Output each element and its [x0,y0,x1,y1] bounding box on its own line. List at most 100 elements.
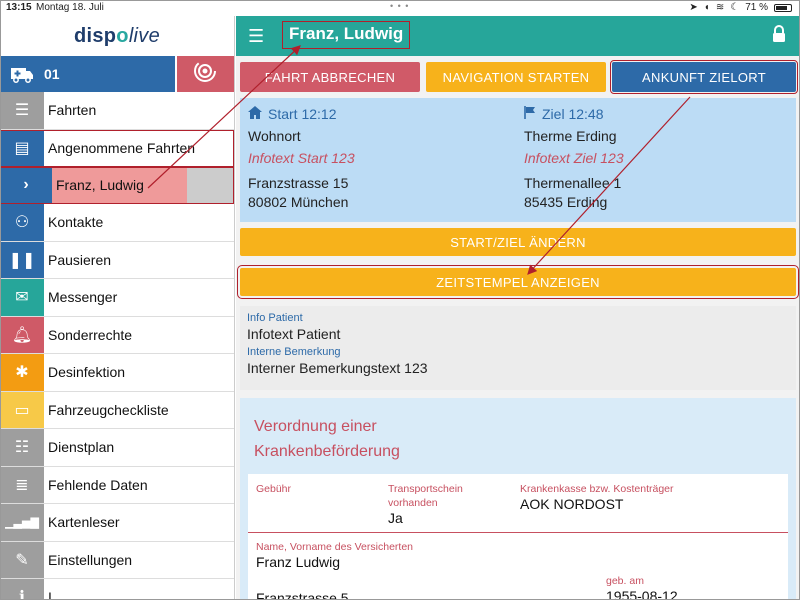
ambulance-icon [0,65,44,83]
sidebar-item-label: Fahrzeugcheckliste [48,401,169,418]
vehicle-row: 01 [0,56,234,92]
vehicle-selector[interactable]: 01 [0,56,175,92]
status-bar: 13:15 Montag 18. Juli • • • ➤ ◖ ≋ ☾ 71 % [0,0,800,16]
radio-signal-icon [193,59,217,89]
sidebar-item-dienstplan[interactable]: ☷Dienstplan [0,429,234,467]
change-route-button[interactable]: START/ZIEL ÄNDERN [240,228,796,256]
show-timestamps-button[interactable]: ZEITSTEMPEL ANZEIGEN [237,265,799,299]
prescription-title: Verordnung einer Krankenbeförderung [254,418,400,460]
insurer-label: Krankenkasse bzw. Kostenträger [520,483,674,495]
top-app-bar: ☰ Franz, Ludwig [236,16,800,56]
list-icon: ☰ [0,92,44,129]
start-address: Franzstrasse 15 80802 München [248,174,518,212]
arrival-destination-button[interactable]: ANKUNFT ZIELORT [610,60,798,94]
logo-o: o [116,24,129,47]
status-time: 13:15 [6,2,32,13]
bug-icon: ✱ [0,354,44,391]
vehicle-number: 01 [44,66,60,82]
sidebar-item-label: Dienstplan [48,439,115,456]
database-icon: ≣ [0,466,44,503]
wifi-icon: ≋ [715,2,725,13]
logo-suffix: live [128,24,161,47]
start-time-label: Start 12:12 [268,106,337,122]
start-header: Start 12:12 [248,104,518,124]
sidebar-item-label: Fahrten [48,102,97,119]
main-content: FAHRT ABBRECHEN NAVIGATION STARTEN ANKUN… [236,56,800,600]
sidebar-item-fahrten[interactable]: ☰Fahrten [0,92,234,130]
start-name: Wohnort [248,128,301,144]
sidebar-item-label: Einstellungen [48,551,133,568]
calendar-list-icon: ☷ [0,429,44,466]
logo-prefix: disp [73,24,117,47]
insured-name-label: Name, Vorname des Versicherten [256,541,413,553]
start-column: Start 12:12 Wohnort Infotext Start 123 F… [248,104,518,212]
wrench-icon: ✎ [0,541,44,578]
action-button-row: FAHRT ABBRECHEN NAVIGATION STARTEN ANKUN… [240,60,798,94]
envelope-icon: ✉ [0,279,44,316]
sidebar-item-label: Kontakte [48,214,104,231]
sidebar-item-sonderrechte[interactable]: 🔔︎Sonderrechte [0,316,234,354]
moon-icon: ☾ [730,2,740,13]
battery-percent: 71 % [745,2,768,13]
lock-icon[interactable] [772,25,786,48]
start-navigation-button[interactable]: NAVIGATION STARTEN [426,62,606,92]
sidebar-item-kartenleser[interactable]: ▁▃▅▇Kartenleser [0,504,234,542]
goal-address: Thermenallee 1 85435 Erding [524,174,794,212]
page-title: Franz, Ludwig [282,21,411,49]
prescription-panel: Verordnung einer Krankenbeförderung Gebü… [240,398,796,600]
goal-column: Ziel 12:48 Therme Erding Infotext Ziel 1… [524,104,794,212]
battery-icon [774,3,792,12]
status-indicators: ➤ ◖ ≋ ☾ 71 % [689,2,792,13]
internal-remark-value: Interner Bemerkungstext 123 [247,360,428,376]
internal-remark-label: Interne Bemerkung [247,346,341,358]
sidebar-item-label: Desinfektion [48,364,126,381]
transport-slip-value: Ja [388,510,403,526]
insured-name-value: Franz Ludwig [256,554,341,570]
hamburger-menu-icon[interactable]: ☰ [248,26,265,46]
goal-time-label: Ziel 12:48 [542,106,604,122]
sidebar-item-desinfektion[interactable]: ✱Desinfektion [0,354,234,392]
id-card-icon: ▤ [0,129,44,166]
sidebar-item-label: I... [48,589,64,600]
sidebar-item-fehlende-daten[interactable]: ≣Fehlende Daten [0,466,234,504]
sidebar-item-einstellungen[interactable]: ✎Einstellungen [0,541,234,579]
sidebar-item-label: Kartenleser [48,514,120,531]
abort-trip-button[interactable]: FAHRT ABBRECHEN [240,62,420,92]
patient-info-box: Info Patient Infotext Patient Interne Be… [240,306,796,390]
sidebar-item-label: Angenommene Fahrten [48,139,196,156]
dob-label: geb. am [606,575,644,587]
goal-header: Ziel 12:48 [524,104,794,124]
bell-icon: 🔔︎ [0,316,44,353]
route-panel: Start 12:12 Wohnort Infotext Start 123 F… [240,98,796,222]
insured-street-value: Franzstrasse 5 [256,590,349,600]
info-icon: ℹ [0,579,44,600]
patient-info-value: Infotext Patient [247,326,341,342]
clipboard-icon: ▭ [0,391,44,428]
sidebar-item-messenger[interactable]: ✉Messenger [0,279,234,317]
patient-info-label: Info Patient [247,312,303,324]
users-icon: ⚇ [0,204,44,241]
goal-name: Therme Erding [524,128,617,144]
sidebar-item-label: Fehlende Daten [48,476,148,493]
sidebar-subitem-active-trip[interactable]: ›Franz, Ludwig [0,167,234,204]
sidebar-item-angenommene-fahrten[interactable]: ▤Angenommene Fahrten [0,129,234,167]
goal-info: Infotext Ziel 123 [524,150,624,166]
sidebar-item-pausieren[interactable]: ❚❚Pausieren [0,241,234,279]
sidebar-item-i[interactable]: ℹ I... [0,579,234,600]
sidebar-item-label: Pausieren [48,251,112,268]
transport-slip-label: Transportschein vorhanden [388,483,463,509]
dob-value: 1955-08-12 [606,588,678,600]
card-divider [248,532,788,533]
goal-city: 85435 Erding [524,194,608,210]
sidebar-item-kontakte[interactable]: ⚇Kontakte [0,204,234,242]
start-street: Franzstrasse 15 [248,175,349,191]
sidebar-item-fahrzeugcheckliste[interactable]: ▭Fahrzeugcheckliste [0,391,234,429]
status-date: Montag 18. Juli [36,2,104,13]
flag-icon [524,106,536,122]
fee-label: Gebühr [256,483,292,495]
insurer-value: AOK NORDOST [520,496,624,512]
start-info: Infotext Start 123 [248,150,355,166]
radio-button[interactable] [176,56,234,92]
